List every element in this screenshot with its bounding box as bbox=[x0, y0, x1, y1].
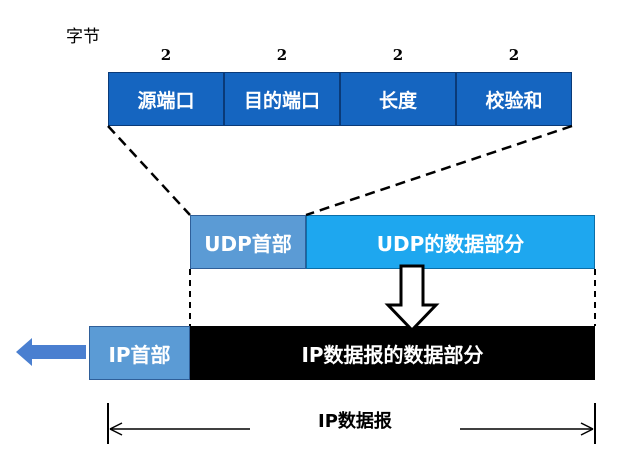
ip-header-box: IP首部 bbox=[89, 326, 190, 380]
udp-header-box: UDP首部 bbox=[190, 215, 306, 269]
span-arrowhead-right bbox=[580, 422, 594, 436]
field-dest-port: 目的端口 bbox=[224, 72, 340, 126]
byte-count-length: 2 bbox=[392, 46, 404, 64]
bytes-label: 字节 bbox=[66, 27, 100, 47]
expand-line-right bbox=[305, 124, 573, 217]
byte-count-dest-port: 2 bbox=[276, 46, 288, 64]
ip-data-box: IP数据报的数据部分 bbox=[190, 326, 595, 380]
byte-count-source-port: 2 bbox=[160, 46, 172, 64]
left-arrow-icon bbox=[16, 338, 86, 366]
byte-count-checksum: 2 bbox=[508, 46, 520, 64]
expand-line-left bbox=[107, 125, 191, 216]
down-arrow-icon bbox=[384, 264, 440, 333]
span-arrowhead-left bbox=[109, 422, 123, 436]
field-source-port: 源端口 bbox=[108, 72, 224, 126]
ip-datagram-span-label: IP数据报 bbox=[250, 410, 460, 434]
udp-header-fields: 源端口 目的端口 长度 校验和 bbox=[108, 72, 572, 126]
udp-data-box: UDP的数据部分 bbox=[306, 215, 595, 269]
field-checksum: 校验和 bbox=[456, 72, 572, 126]
field-length: 长度 bbox=[340, 72, 456, 126]
